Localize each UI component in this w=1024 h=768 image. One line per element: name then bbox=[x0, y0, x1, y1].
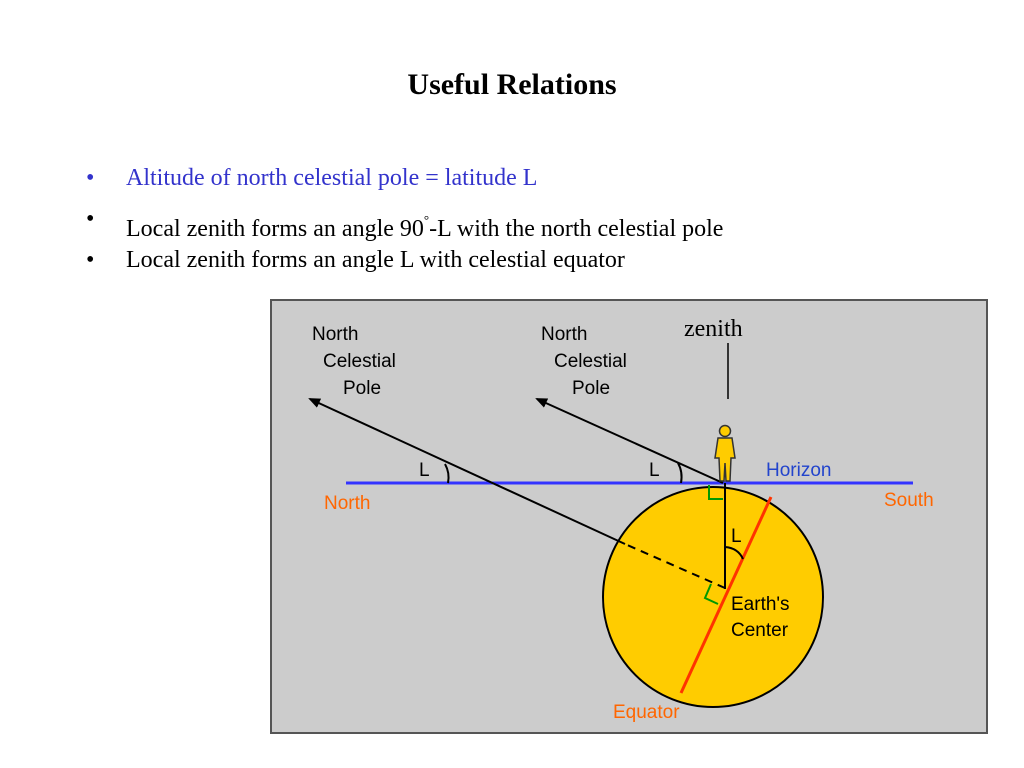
angle-arc-1-icon bbox=[444, 463, 450, 484]
diagram-canvas: North Celestial Pole North Celestial Pol… bbox=[308, 316, 934, 723]
earth-center-label-line1: Earth's bbox=[731, 594, 790, 615]
south-label: South bbox=[884, 490, 934, 511]
angle-label-1: L bbox=[419, 460, 430, 481]
angle-arc-3-icon bbox=[724, 546, 744, 560]
ncp-arrow-1 bbox=[308, 398, 626, 545]
ncp-label-2-line1: North bbox=[541, 324, 587, 345]
bullet-list: • Altitude of north celestial pole = lat… bbox=[86, 158, 723, 281]
right-angle-top-icon bbox=[708, 485, 723, 500]
bullet-marker: • bbox=[86, 206, 95, 232]
earth-center-label-line2: Center bbox=[731, 620, 789, 641]
earth-circle bbox=[602, 486, 824, 708]
ncp-label-2-line3: Pole bbox=[572, 378, 610, 399]
bullet-text-pre: Local zenith forms an angle 90 bbox=[126, 216, 424, 242]
right-angle-center-icon bbox=[703, 583, 719, 605]
ncp-label-1-line2: Celestial bbox=[323, 351, 396, 372]
bullet-marker: • bbox=[86, 165, 95, 191]
equator-line bbox=[679, 496, 773, 694]
bullet-item-2: • Local zenith forms an angle 90°-L with… bbox=[86, 199, 724, 242]
bullet-item-1: • Altitude of north celestial pole = lat… bbox=[86, 158, 723, 199]
equator-label: Equator bbox=[613, 702, 680, 723]
ncp-label-1-line3: Pole bbox=[343, 378, 381, 399]
ncp-arrow-2 bbox=[535, 398, 724, 484]
ncp-dashed-line bbox=[624, 543, 726, 589]
zenith-label: zenith bbox=[684, 316, 743, 342]
slide-title: Useful Relations bbox=[407, 68, 617, 101]
bullet-text: Local zenith forms an angle L with celes… bbox=[126, 247, 625, 273]
bullet-text: Altitude of north celestial pole = latit… bbox=[126, 165, 538, 191]
celestial-diagram: North Celestial Pole North Celestial Pol… bbox=[270, 299, 988, 734]
horizon-label: Horizon bbox=[766, 460, 831, 481]
bullet-text-post: -L with the north celestial pole bbox=[429, 216, 724, 242]
north-label: North bbox=[324, 493, 370, 514]
degree-symbol: ° bbox=[423, 212, 430, 227]
bullet-marker: • bbox=[86, 247, 95, 273]
ncp-label-1-line1: North bbox=[312, 324, 358, 345]
bullet-item-3: • Local zenith forms an angle L with cel… bbox=[86, 240, 723, 281]
angle-label-2: L bbox=[649, 460, 660, 481]
ncp-label-2-line2: Celestial bbox=[554, 351, 627, 372]
angle-arc-2-icon bbox=[677, 462, 683, 484]
person-icon bbox=[714, 424, 736, 482]
angle-label-3: L bbox=[731, 526, 742, 547]
